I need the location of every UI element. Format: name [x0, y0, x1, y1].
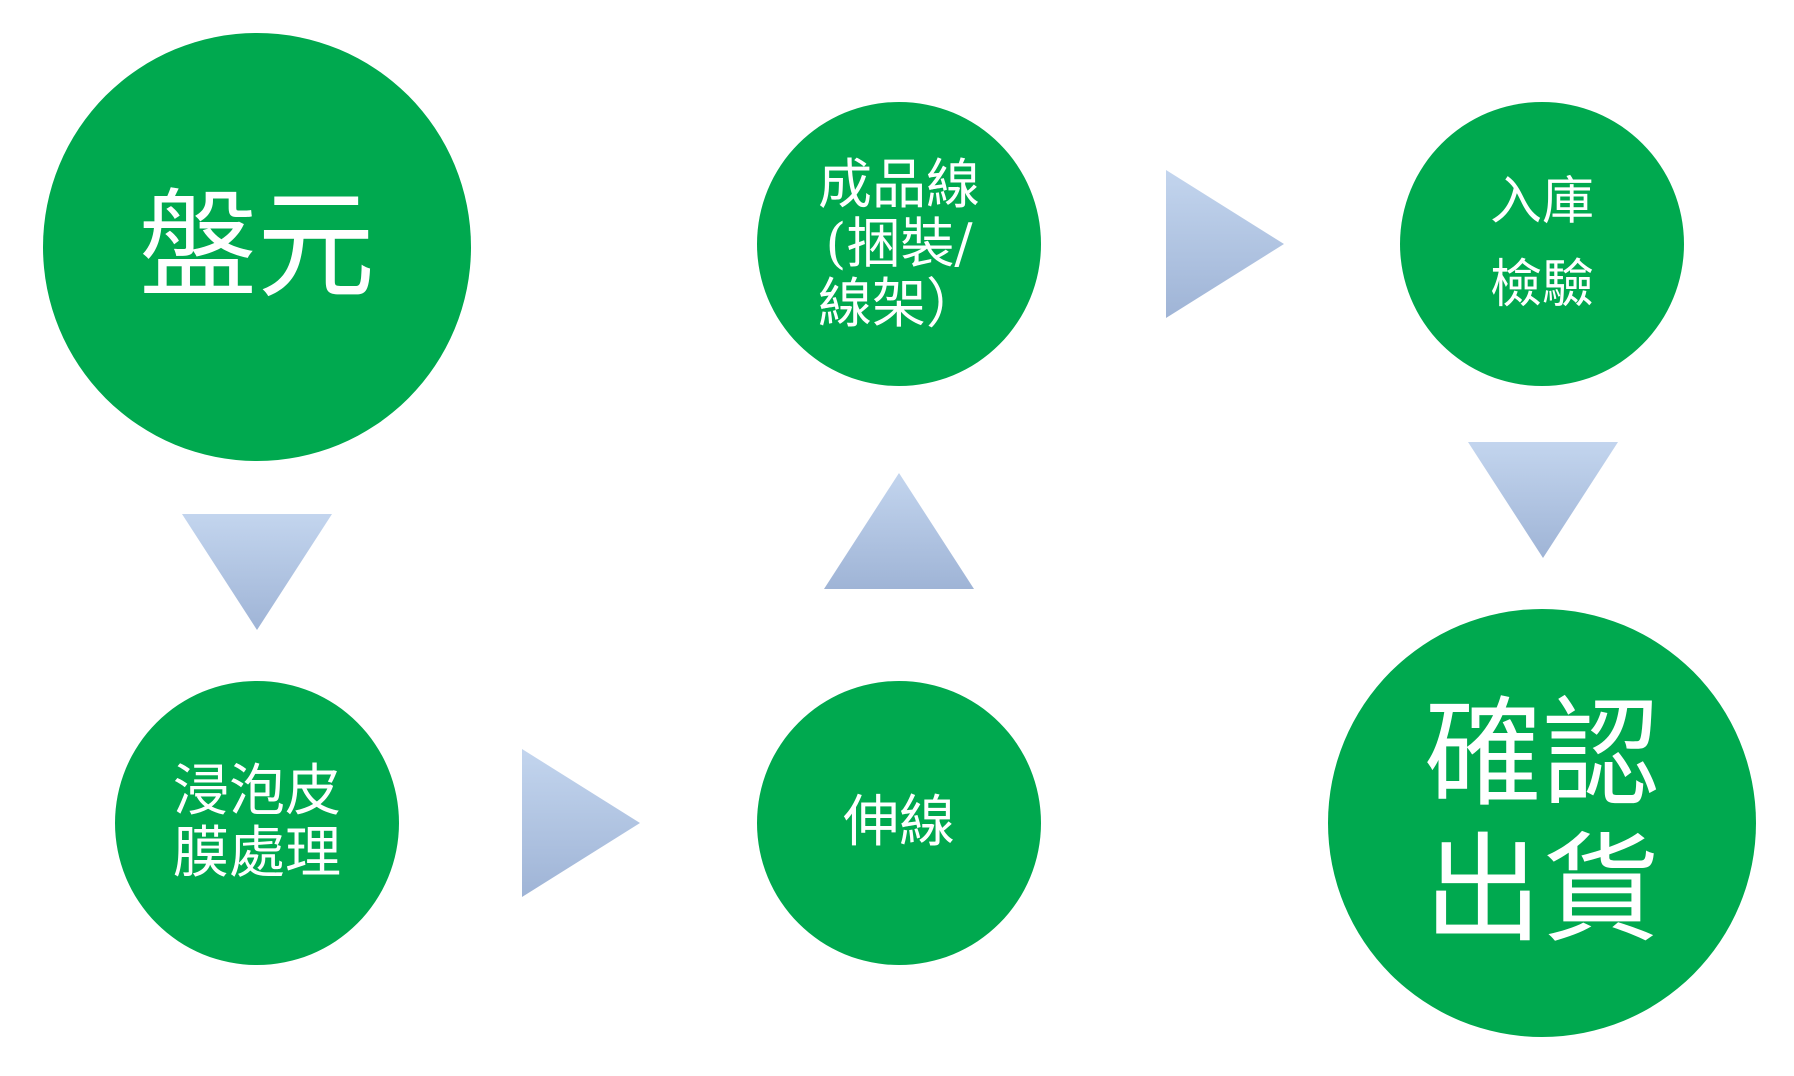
- step-wire-drawing-node: 伸線: [757, 681, 1041, 965]
- arrow-down-icon: [182, 514, 332, 630]
- step-finished-line-node: 成品線 (捆裝/ 線架）: [757, 102, 1041, 386]
- step-plate-element-label: 盤元: [138, 177, 375, 316]
- arrow-right-icon: [522, 749, 640, 897]
- step-warehouse-inspection-label: 入庫 檢驗: [1489, 171, 1594, 315]
- arrow-down-icon: [1468, 442, 1618, 558]
- step-pickling-coating-label: 浸泡皮 膜處理: [173, 759, 341, 886]
- step-pickling-coating-node: 浸泡皮 膜處理: [115, 681, 399, 965]
- arrow-right-icon: [1166, 170, 1284, 318]
- step-wire-drawing-label: 伸線: [843, 790, 955, 856]
- step-confirm-shipment-label: 確認 出貨: [1423, 685, 1660, 959]
- arrow-up-icon: [824, 473, 974, 589]
- step-finished-line-label: 成品線 (捆裝/ 線架）: [818, 152, 980, 335]
- step-warehouse-inspection-node: 入庫 檢驗: [1400, 102, 1684, 386]
- step-confirm-shipment-node: 確認 出貨: [1328, 609, 1756, 1037]
- step-plate-element-node: 盤元: [43, 33, 471, 461]
